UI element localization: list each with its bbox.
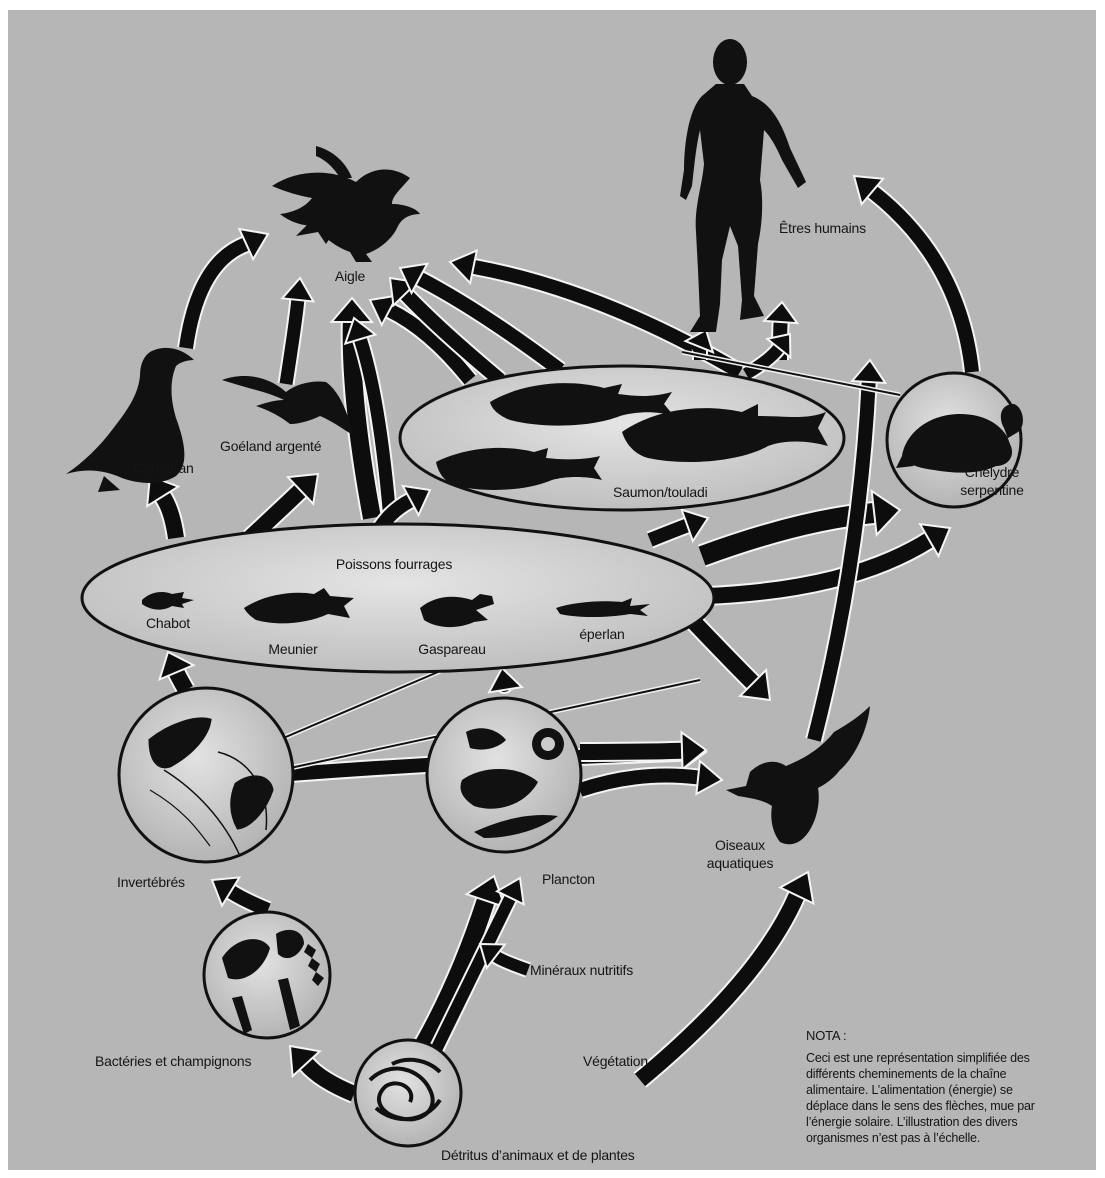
arrow-shaft [163, 496, 176, 538]
note-box: NOTA : Ceci est une représentation simpl… [806, 1028, 1056, 1146]
sucker-label: Meunier [268, 641, 317, 657]
detritus-label: Détritus d’animaux et de plantes [441, 1147, 635, 1163]
arrow-head [332, 298, 372, 322]
arrow-head [696, 761, 722, 794]
eagle-icon [272, 146, 420, 262]
eagle-label: Aigle [335, 268, 365, 284]
arrow-head [450, 251, 477, 284]
turtle-label-line1: Chélydre [965, 464, 1019, 480]
arrow-shaft [872, 191, 972, 372]
note-line: Ceci est une représentation simplifiée d… [806, 1050, 1056, 1066]
note-title: NOTA : [806, 1028, 1056, 1044]
note-line: organismes n’est pas à l’échelle. [806, 1130, 1056, 1146]
waterbird-icon [726, 706, 870, 844]
alewife-label: Gaspareau [418, 641, 485, 657]
arrow-shaft [580, 775, 698, 790]
arrow-head [282, 278, 313, 301]
note-line: l’énergie solaire. L’illustration des di… [806, 1114, 1056, 1130]
arrow-shaft [690, 618, 753, 683]
note-line: déplace dans le sens des flèches, mue pa… [806, 1098, 1056, 1114]
arrow-head [872, 491, 900, 535]
detritus-circle [355, 1040, 461, 1146]
arrow-head [489, 668, 522, 692]
arrow-shaft [306, 1064, 354, 1094]
bacteria-circle [204, 912, 330, 1038]
smelt-label: éperlan [579, 626, 624, 642]
forage-fish-label: Poissons fourrages [336, 556, 452, 572]
sculpin-label: Chabot [146, 615, 190, 631]
waterbirds-label-line1: Oiseaux [715, 837, 765, 853]
plankton-label: Plancton [542, 871, 595, 887]
note-line: différents cheminements de la chaîne [806, 1066, 1056, 1082]
arrow-shaft-outline [872, 191, 972, 372]
arrow-head [764, 302, 797, 323]
salmon-label: Saumon/touladi [613, 484, 708, 500]
gull-icon [222, 376, 354, 436]
arrow-shaft [496, 956, 528, 970]
gull-label: Goéland argenté [220, 438, 321, 454]
arrow-shaft [186, 244, 246, 348]
waterbirds-label-line2: aquatiques [707, 855, 774, 871]
arrow-shaft [650, 525, 687, 540]
humans-label: Êtres humains [779, 220, 866, 236]
invertebrates-circle [119, 688, 293, 862]
arrow-head [852, 360, 885, 383]
invertebrates-label: Invertébrés [117, 874, 185, 890]
arrow-shaft [231, 892, 268, 910]
arrow-shaft [580, 751, 682, 752]
cormorant-label: Cormoran [133, 460, 194, 476]
minerals-label: Minéraux nutritifs [530, 962, 633, 978]
vegetation-label: Végétation [583, 1053, 648, 1069]
turtle-label-line2: serpentine [960, 482, 1023, 498]
arrow-shaft [177, 672, 186, 690]
human-silhouette-icon [680, 39, 806, 332]
note-line: alimentaire. L’alimentation (énergie) se [806, 1082, 1056, 1098]
bacteria-label: Bactéries et champignons [95, 1053, 251, 1069]
